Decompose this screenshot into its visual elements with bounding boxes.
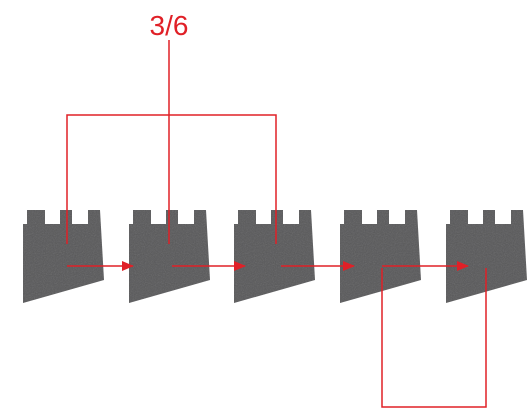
piece-4 [340, 210, 421, 303]
piece-5 [446, 210, 527, 303]
piece-2 [129, 210, 210, 303]
bottom-bracket-line [381, 268, 487, 408]
piece-3 [234, 210, 315, 303]
pieces-group [23, 210, 527, 303]
fraction-label: 3/6 [150, 10, 189, 41]
top-bracket-line [66, 114, 277, 244]
connector-lines [66, 40, 487, 408]
piece-1 [23, 210, 104, 303]
